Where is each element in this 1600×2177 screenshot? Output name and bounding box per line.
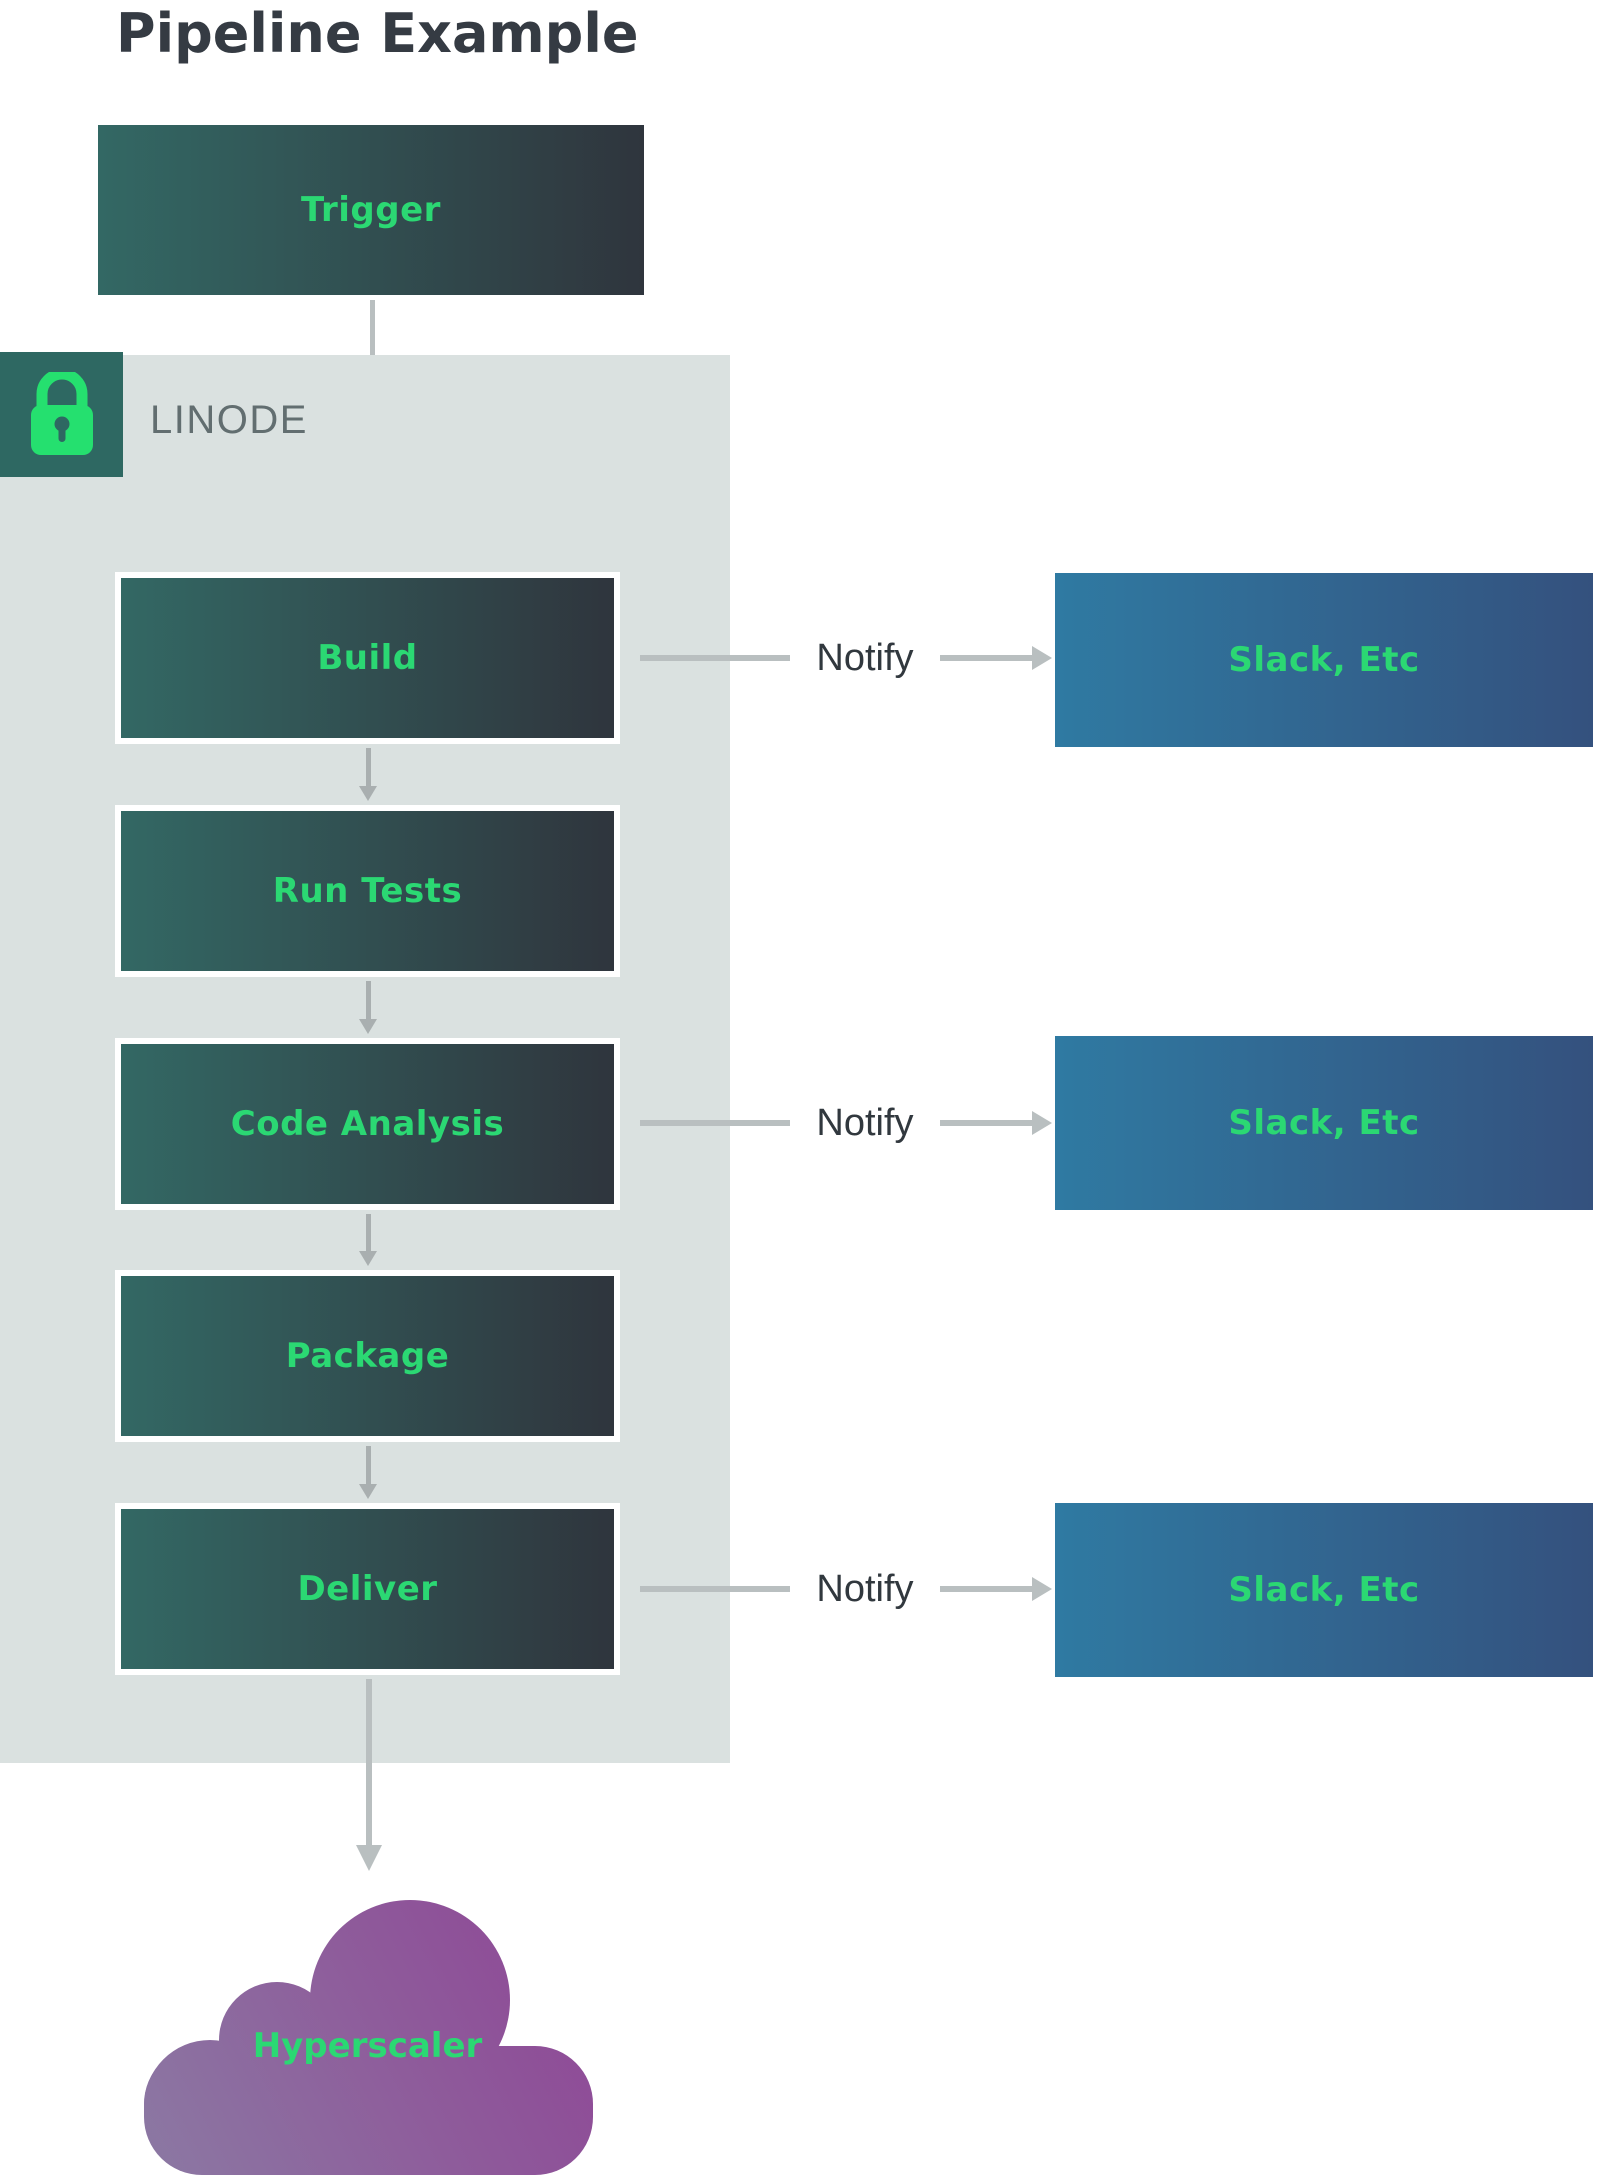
- notify-target-node-deliver: Slack, Etc: [1055, 1503, 1593, 1677]
- step-node-code-analysis: Code Analysis: [115, 1038, 620, 1210]
- notify-target-node-build: Slack, Etc: [1055, 573, 1593, 747]
- lock-badge: [0, 352, 123, 477]
- cloud-icon: [144, 1900, 593, 2175]
- connector-line: [640, 1586, 790, 1592]
- arrow-run-tests-to-code-analysis: [359, 981, 377, 1034]
- arrow-right-head: [1032, 1111, 1052, 1135]
- step-node-build: Build: [115, 572, 620, 744]
- arrow-build-to-run-tests: [359, 748, 377, 801]
- arrow-down-head: [359, 1251, 377, 1266]
- arrow-shaft: [366, 1679, 372, 1845]
- step-label: Build: [317, 638, 418, 678]
- notify-label: Notify: [816, 1567, 914, 1610]
- notify-row-code-analysis: Notify: [640, 1093, 1052, 1153]
- arrow-down-head: [359, 1019, 377, 1034]
- lock-icon: [30, 371, 93, 455]
- trigger-node: Trigger: [98, 125, 644, 295]
- connector-line: [940, 1120, 1032, 1126]
- cloud-label: Hyperscaler: [252, 2026, 483, 2066]
- step-node-run-tests: Run Tests: [115, 805, 620, 977]
- step-label: Code Analysis: [230, 1104, 505, 1144]
- notify-target-label: Slack, Etc: [1228, 1570, 1420, 1610]
- provider-name: LINODE: [150, 398, 308, 442]
- notify-target-node-code-analysis: Slack, Etc: [1055, 1036, 1593, 1210]
- arrow-down-head: [359, 786, 377, 801]
- arrow-shaft: [365, 981, 371, 1019]
- connector-line: [640, 655, 790, 661]
- arrow-down-head: [356, 1845, 382, 1871]
- notify-label: Notify: [816, 636, 914, 679]
- arrow-code-analysis-to-package: [359, 1214, 377, 1266]
- connector-line: [940, 655, 1032, 661]
- connector-line: [640, 1120, 790, 1126]
- arrow-shaft: [365, 1214, 371, 1251]
- arrow-down-head: [359, 1484, 377, 1499]
- notify-target-label: Slack, Etc: [1228, 1103, 1420, 1143]
- notify-label: Notify: [816, 1101, 914, 1144]
- notify-row-build: Notify: [640, 628, 1052, 688]
- arrow-right-head: [1032, 646, 1052, 670]
- arrow-shaft: [365, 748, 371, 786]
- notify-row-deliver: Notify: [640, 1559, 1052, 1619]
- step-node-package: Package: [115, 1270, 620, 1442]
- step-label: Run Tests: [272, 871, 463, 911]
- connector-line: [940, 1586, 1032, 1592]
- notify-target-label: Slack, Etc: [1228, 640, 1420, 680]
- step-node-deliver: Deliver: [115, 1503, 620, 1675]
- arrow-shaft: [365, 1446, 371, 1484]
- arrow-deliver-to-hyperscaler: [356, 1679, 382, 1871]
- arrow-package-to-deliver: [359, 1446, 377, 1499]
- step-label: Deliver: [297, 1569, 438, 1609]
- arrow-right-head: [1032, 1577, 1052, 1601]
- trigger-node-label: Trigger: [301, 190, 441, 230]
- step-label: Package: [285, 1336, 450, 1376]
- page-title: Pipeline Example: [116, 2, 639, 65]
